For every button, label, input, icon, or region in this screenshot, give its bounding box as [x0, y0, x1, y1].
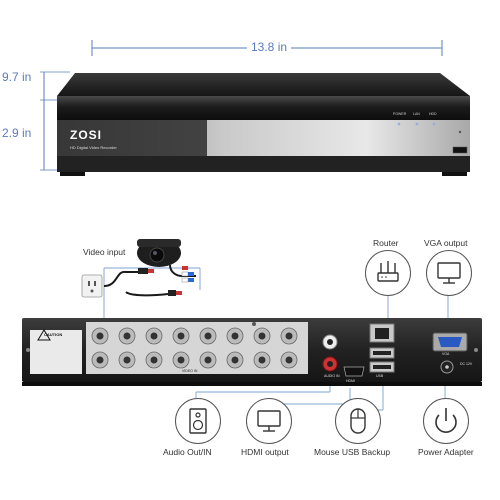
callout-label-audio: Audio Out/IN	[163, 447, 212, 457]
lan-usb-ports[interactable]	[368, 322, 398, 380]
bnc-ports[interactable]	[86, 322, 308, 374]
dc-power-port[interactable]	[438, 358, 456, 376]
height-dimension: 2.9 in	[2, 126, 32, 140]
vga-port[interactable]	[432, 332, 468, 352]
router-icon	[365, 250, 411, 296]
callout-label-usb: Mouse USB Backup	[314, 447, 391, 457]
vga-label: VGA	[442, 352, 450, 356]
callout-label-power: Power Adapter	[418, 447, 474, 457]
dvr-front-unit	[57, 73, 470, 176]
usb-label: USB	[376, 374, 384, 378]
brand-logo: ZOSI	[70, 128, 103, 142]
dvr-subtitle: HD Digital Video Recorder	[70, 145, 117, 150]
hdmi-label: HDMI	[346, 379, 355, 383]
depth-dimension: 9.7 in	[2, 70, 32, 84]
audio-label: AUDIO IN	[324, 374, 340, 378]
hdmi-port[interactable]	[343, 366, 365, 378]
led-label-hdd: HDD	[429, 112, 437, 116]
monitor-icon	[426, 250, 472, 296]
callout-label-hdmi: HDMI output	[241, 447, 289, 457]
callout-label-vga: VGA output	[424, 238, 468, 248]
caution-label: CAUTION	[44, 332, 63, 337]
rca-audio-ports[interactable]	[318, 330, 348, 376]
callout-label-video-input: Video input	[83, 247, 126, 257]
led-label-power: POWER	[393, 112, 407, 116]
hdmi-monitor-icon	[246, 398, 292, 444]
led-label-lan: LAN	[413, 112, 420, 116]
dc-label: DC 12V	[460, 362, 473, 366]
speaker-icon	[175, 398, 221, 444]
mouse-icon	[335, 398, 381, 444]
video-in-label: VIDEO IN	[182, 369, 198, 373]
power-icon	[423, 398, 469, 444]
callout-label-router: Router	[373, 238, 399, 248]
width-dimension: 13.8 in	[247, 40, 292, 54]
